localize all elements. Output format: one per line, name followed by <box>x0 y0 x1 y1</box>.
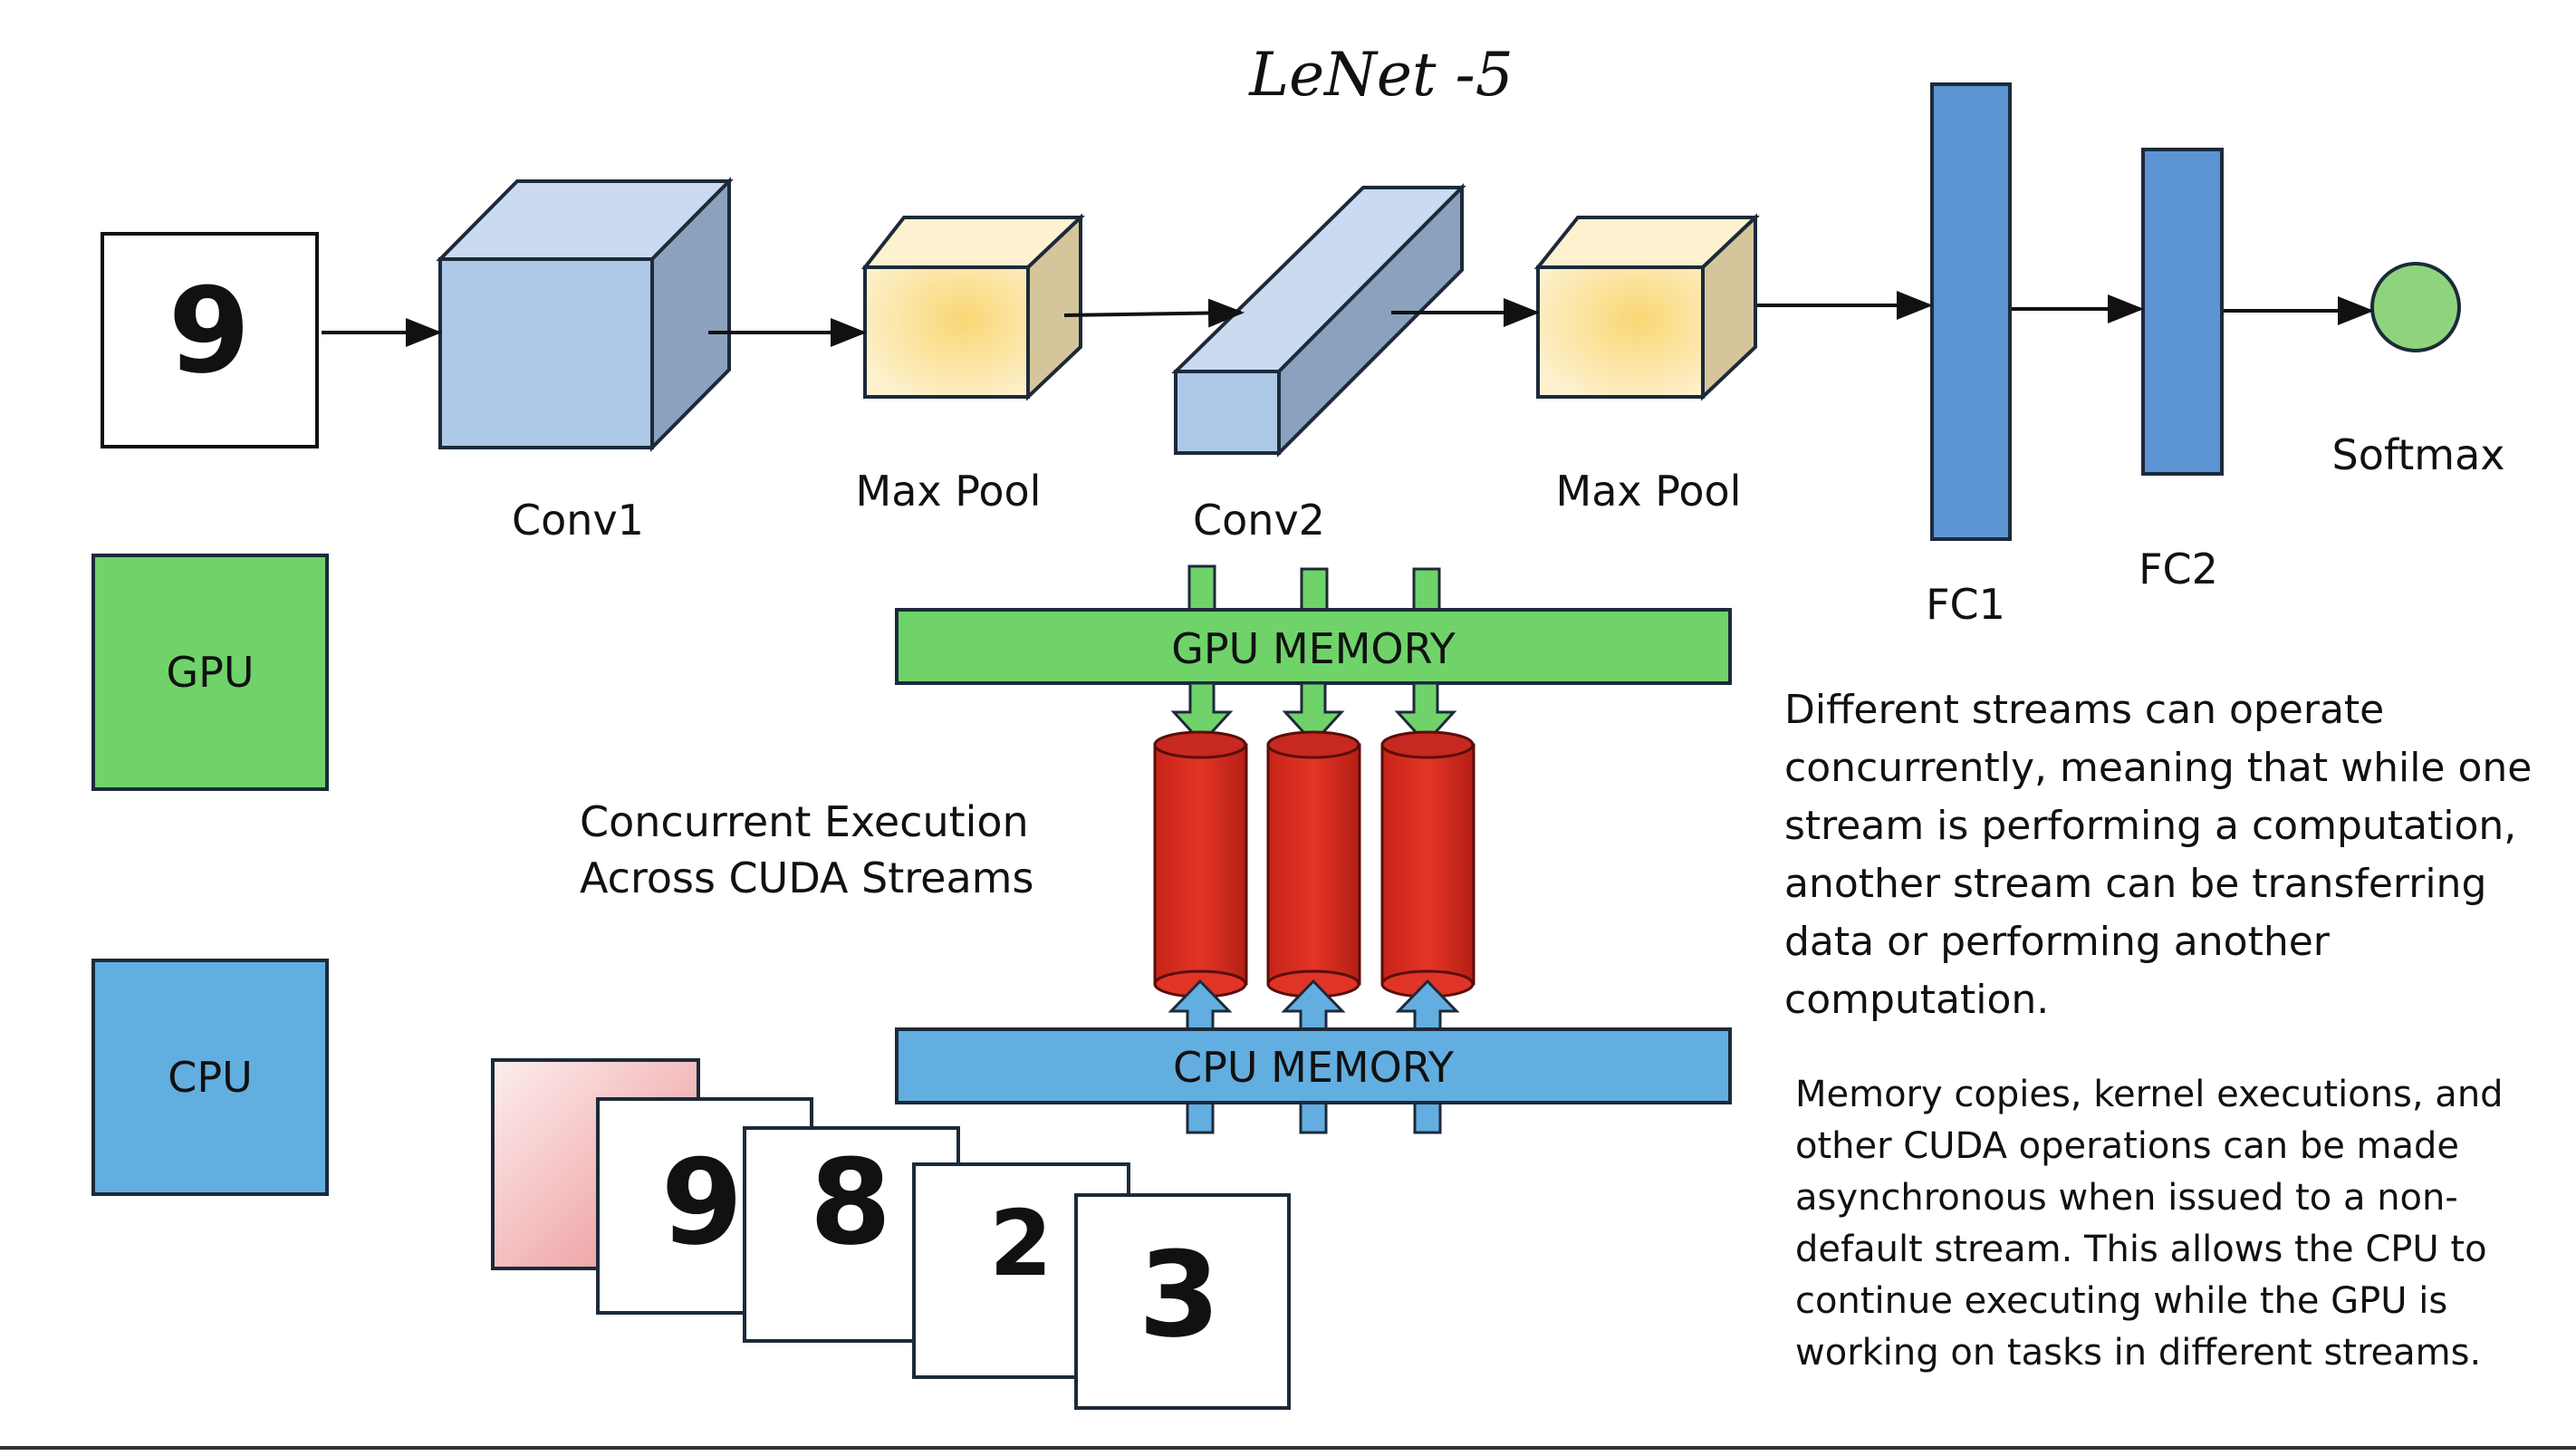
batch-digit-4: 3 <box>1139 1226 1220 1364</box>
maxpool1-block <box>860 213 1086 401</box>
input-image-box <box>101 232 319 448</box>
stream-cylinder-2 <box>1266 730 1361 998</box>
cpu-legend-box <box>91 959 329 1196</box>
softmax-node <box>2370 262 2461 352</box>
batch-digit-1: 9 <box>661 1133 743 1271</box>
fc1-label: FC1 <box>1926 580 2005 629</box>
fc2-label: FC2 <box>2139 545 2218 593</box>
gpu-memory-label: GPU MEMORY <box>1171 624 1456 673</box>
gpu-to-stream-arrows <box>1170 681 1457 746</box>
batch-digit-3: 2 <box>989 1191 1053 1297</box>
maxpool2-block <box>1533 213 1761 401</box>
maxpool2-label: Max Pool <box>1556 467 1742 516</box>
maxpool1-label: Max Pool <box>856 467 1042 516</box>
diagram-title: LeNet -5 <box>1248 40 1514 110</box>
concurrent-streams-line1: Concurrent Execution <box>580 797 1029 846</box>
forward-arrows <box>322 291 2374 347</box>
arrow-pool1-conv2 <box>1063 298 1245 328</box>
async-operations-paragraph: Memory copies, kernel executions, and ot… <box>1795 1074 2504 1374</box>
cpu-memory-label: CPU MEMORY <box>1173 1043 1455 1092</box>
concurrent-streams-label: Concurrent Execution Across CUDA Streams <box>580 794 1087 906</box>
conv2-block <box>1171 183 1466 458</box>
gpu-legend-box <box>91 554 329 791</box>
cpu-memory-bar <box>895 1027 1732 1104</box>
gpu-legend-label: GPU <box>166 648 254 697</box>
batch-images: 9 8 2 3 <box>491 1058 1291 1410</box>
conv2-label: Conv2 <box>1193 496 1325 545</box>
fc1-block <box>1930 82 2012 541</box>
batch-card-4 <box>1074 1193 1291 1410</box>
stream-cylinder-3 <box>1380 730 1475 998</box>
cpu-legend-label: CPU <box>168 1053 253 1102</box>
softmax-label: Softmax <box>2332 430 2505 479</box>
batch-digit-2: 8 <box>810 1133 891 1271</box>
conv1-block <box>436 177 734 452</box>
stream-cylinder-1 <box>1153 730 1248 998</box>
input-digit: 9 <box>168 262 250 400</box>
conv1-label: Conv1 <box>512 496 644 545</box>
concurrent-streams-line2: Across CUDA Streams <box>580 853 1034 902</box>
fc2-block <box>2141 148 2224 476</box>
streams-description-paragraph: Different streams can operate concurrent… <box>1784 687 2533 1023</box>
gpu-input-arrows <box>1187 564 1441 612</box>
